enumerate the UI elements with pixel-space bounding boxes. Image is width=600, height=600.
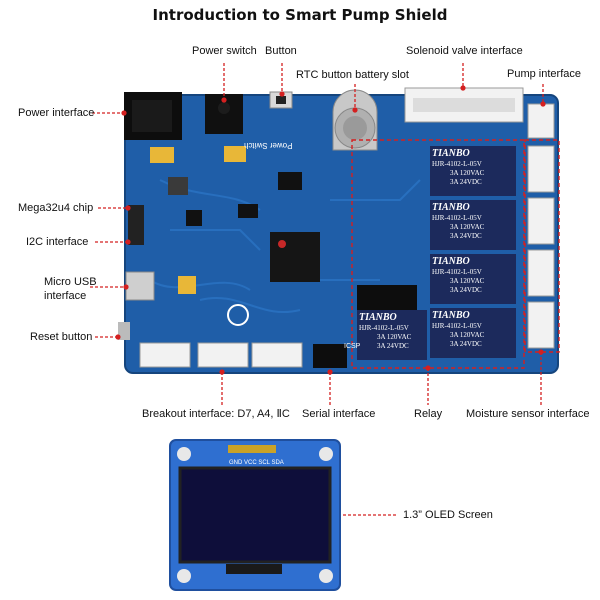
relay-column: [357, 146, 516, 360]
relay-brand: TIANBO: [432, 202, 470, 213]
rtc-battery-slot: [332, 89, 378, 151]
relay-highlight-box: [351, 139, 525, 369]
relay-brand: TIANBO: [432, 256, 470, 267]
label-rtc-battery-slot: RTC button battery slot: [296, 69, 409, 81]
mega32u4-chip: [270, 232, 320, 282]
i2c-pads: [128, 205, 144, 245]
relay-rating-dc: 3A 24VDC: [450, 340, 482, 348]
label-micro-usb-line2: interface: [44, 290, 87, 302]
label-oled-screen: 1.3” OLED Screen: [403, 509, 493, 521]
relay-model: HJR-4102-L-05V: [432, 322, 482, 330]
label-relay: Relay: [414, 408, 443, 420]
silk-icsp: ICSP: [344, 343, 361, 350]
relay-rating-dc: 3A 24VDC: [450, 178, 482, 186]
pump-connector: [527, 103, 555, 139]
relay-rating-ac: 3A 120VAC: [377, 333, 412, 341]
relay-rating-ac: 3A 120VAC: [450, 223, 485, 231]
relay-brand: TIANBO: [432, 310, 470, 321]
relay-brand: TIANBO: [359, 312, 397, 323]
oled-module: [169, 439, 341, 591]
diagram-title: Introduction to Smart Pump Shield: [152, 6, 448, 24]
silk-power-switch: Power Switch: [244, 141, 293, 150]
label-solenoid-valve-interface: Solenoid valve interface: [406, 45, 523, 57]
label-micro-usb-line1: Micro USB: [44, 276, 97, 288]
oled-pin-labels: GND VCC SCL SDA: [229, 460, 284, 466]
label-mega32u4-chip: Mega32u4 chip: [18, 202, 94, 214]
relay-model: HJR-4102-L-05V: [432, 160, 482, 168]
label-breakout-interface: Breakout interface: D7, A4, ⅡC: [142, 408, 290, 420]
reset-button-part: [118, 322, 130, 340]
moisture-connectors: [527, 145, 555, 349]
micro-usb-port: [125, 271, 155, 301]
label-serial-interface: Serial interface: [302, 408, 376, 420]
label-power-switch: Power switch: [192, 45, 257, 57]
oled-screen: [178, 466, 332, 564]
serial-header: [313, 344, 347, 368]
relay-brand: TIANBO: [432, 148, 470, 159]
label-pump-interface: Pump interface: [507, 68, 581, 80]
label-moisture-sensor-interface: Moisture sensor interface: [466, 408, 590, 420]
relay-rating-ac: 3A 120VAC: [450, 331, 485, 339]
relay-model: HJR-4102-L-05V: [432, 268, 482, 276]
label-i2c-interface: I2C interface: [26, 236, 89, 248]
label-power-interface: Power interface: [18, 107, 95, 119]
callout-lines: [90, 63, 544, 516]
relay-rating-ac: 3A 120VAC: [450, 277, 485, 285]
pin-header: [357, 285, 417, 311]
label-button: Button: [265, 45, 297, 57]
relay-rating-dc: 3A 24VDC: [377, 342, 409, 350]
breakout-connectors: [139, 342, 303, 368]
relay-model: HJR-4102-L-05V: [359, 324, 409, 332]
relay-rating-dc: 3A 24VDC: [450, 232, 482, 240]
relay-rating-dc: 3A 24VDC: [450, 286, 482, 294]
relay-model: HJR-4102-L-05V: [432, 214, 482, 222]
label-reset-button: Reset button: [30, 331, 93, 343]
relay-rating-ac: 3A 120VAC: [450, 169, 485, 177]
